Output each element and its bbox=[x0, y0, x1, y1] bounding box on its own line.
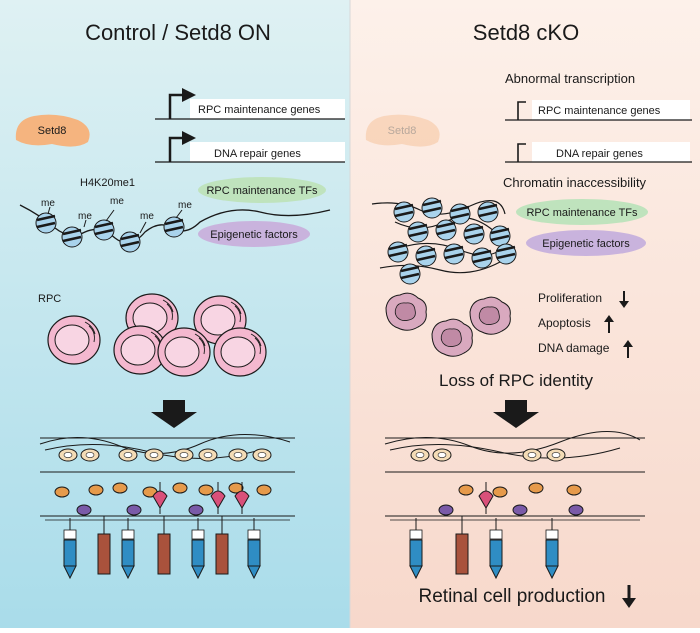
h4k20me1-label: H4K20me1 bbox=[80, 177, 135, 189]
epigenetic-ellipse bbox=[526, 230, 646, 256]
rpc-cell bbox=[47, 315, 101, 365]
tf-label: RPC maintenance TFs bbox=[526, 207, 638, 219]
promoter-arrow-icon bbox=[182, 88, 196, 102]
chromatin-inaccessibility-label: Chromatin inaccessibility bbox=[503, 175, 647, 190]
setd8-protein bbox=[15, 114, 90, 147]
gene-label: RPC maintenance genes bbox=[538, 105, 661, 117]
setd8-protein-faded bbox=[365, 114, 440, 147]
apoptotic-cell bbox=[431, 318, 473, 357]
up-arrow-icon bbox=[623, 340, 633, 358]
gene-label: RPC maintenance genes bbox=[198, 104, 321, 116]
promoter-arrow-icon bbox=[182, 131, 196, 145]
rpc-label: RPC bbox=[38, 293, 61, 305]
right-panel-title: Setd8 cKO bbox=[473, 20, 579, 45]
me-label: me bbox=[110, 196, 124, 207]
methyl-marks: me me me me me bbox=[41, 196, 192, 234]
gene-box bbox=[190, 99, 345, 119]
retina-cko bbox=[384, 431, 645, 579]
epigenetic-label: Epigenetic factors bbox=[542, 238, 630, 250]
me-label: me bbox=[78, 211, 92, 222]
epigenetic-ellipse bbox=[198, 221, 310, 247]
abnormal-transcription-label: Abnormal transcription bbox=[505, 71, 635, 86]
apoptotic-cell bbox=[385, 292, 427, 331]
up-arrow-icon bbox=[604, 315, 614, 333]
down-arrow-icon bbox=[619, 291, 629, 308]
retinal-cell-production-label: Retinal cell production bbox=[419, 586, 606, 607]
setd8-label-faded: Setd8 bbox=[388, 125, 417, 137]
epigenetic-label: Epigenetic factors bbox=[210, 229, 298, 241]
me-label: me bbox=[178, 200, 192, 211]
gene-box bbox=[190, 142, 345, 162]
gene-dna-repair: DNA repair genes bbox=[155, 131, 345, 163]
nucleosome bbox=[60, 225, 84, 249]
me-label: me bbox=[41, 198, 55, 209]
down-arrow-icon bbox=[151, 400, 197, 428]
tf-ellipse bbox=[198, 177, 326, 203]
tf-ellipse bbox=[516, 199, 648, 225]
phenotype-list: Proliferation Apoptosis DNA damage bbox=[538, 291, 633, 358]
gene-box bbox=[532, 100, 690, 120]
gene-rpc-maintenance: RPC maintenance genes bbox=[155, 88, 345, 120]
phenotype-label: Apoptosis bbox=[538, 316, 591, 330]
nucleosome bbox=[162, 215, 186, 239]
tf-label: RPC maintenance TFs bbox=[206, 185, 318, 197]
setd8-label: Setd8 bbox=[38, 125, 67, 137]
right-panel: Setd8 cKO Setd8 Abnormal transcription R… bbox=[365, 20, 692, 608]
nucleosome bbox=[34, 211, 58, 235]
phenotype-label: Proliferation bbox=[538, 291, 602, 305]
nucleosome bbox=[92, 218, 116, 242]
gene-box bbox=[532, 142, 690, 162]
left-panel-title: Control / Setd8 ON bbox=[85, 20, 271, 45]
gene-label: DNA repair genes bbox=[214, 148, 301, 160]
rpc-cell bbox=[157, 327, 211, 377]
condensed-chromatin bbox=[371, 196, 518, 286]
loss-of-rpc-identity-label: Loss of RPC identity bbox=[439, 371, 594, 390]
gene-dna-repair: DNA repair genes bbox=[505, 142, 692, 163]
rpc-cell bbox=[213, 327, 267, 377]
down-arrow-icon bbox=[622, 585, 636, 608]
apoptotic-cell bbox=[469, 296, 511, 335]
gene-rpc-maintenance: RPC maintenance genes bbox=[505, 100, 692, 121]
retina-control bbox=[39, 434, 295, 579]
left-panel: Control / Setd8 ON Setd8 RPC maintenance… bbox=[15, 20, 345, 579]
nucleosome bbox=[118, 230, 142, 254]
me-label: me bbox=[140, 211, 154, 222]
gene-label: DNA repair genes bbox=[556, 148, 643, 160]
phenotype-label: DNA damage bbox=[538, 341, 610, 355]
down-arrow-icon bbox=[493, 400, 539, 428]
